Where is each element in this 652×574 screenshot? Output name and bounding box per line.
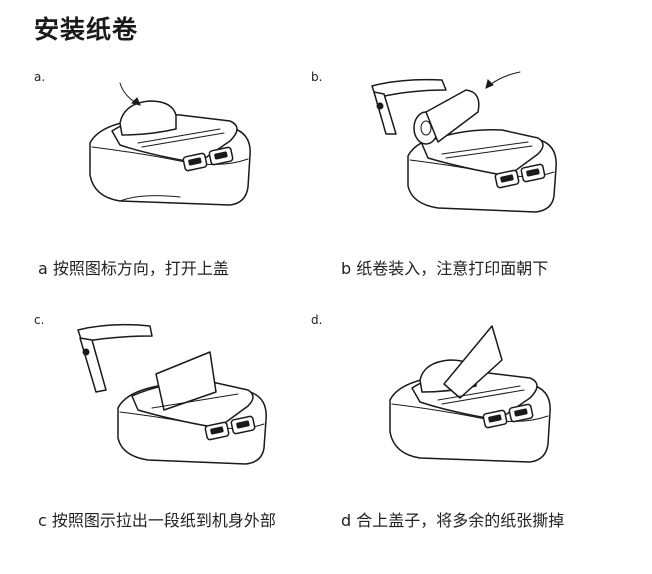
step-a-printer-illustration bbox=[89, 82, 251, 206]
step-d-caption: d 合上盖子，将多余的纸张撕掉 bbox=[341, 511, 565, 530]
step-c-letter: c. bbox=[34, 313, 45, 327]
step-a-letter: a. bbox=[34, 70, 46, 84]
step-b-caption: b 纸卷装入，注意打印面朝下 bbox=[341, 259, 549, 278]
step-b-printer-illustration bbox=[371, 71, 557, 213]
step-a-caption: a 按照图标方向，打开上盖 bbox=[38, 259, 229, 278]
step-d-printer-illustration bbox=[389, 325, 551, 463]
step-c-caption: c 按照图示拉出一段纸到机身外部 bbox=[38, 511, 276, 530]
step-c-printer-illustration bbox=[77, 323, 267, 465]
step-b-letter: b. bbox=[311, 70, 323, 84]
page-title: 安装纸卷 bbox=[34, 15, 139, 44]
step-d-letter: d. bbox=[311, 313, 323, 327]
